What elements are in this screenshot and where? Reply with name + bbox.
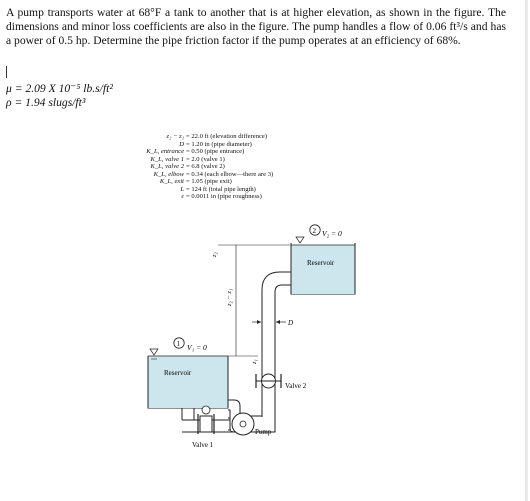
given-value: = 1.05 (pipe exit)	[186, 178, 232, 186]
given-row: K_L, exit= 1.05 (pipe exit)	[140, 178, 273, 186]
given-symbol: ε	[181, 193, 184, 201]
z2-label: z₂	[211, 251, 218, 258]
given-row: K_L, valve 2= 6.8 (valve 2)	[140, 163, 273, 171]
v2-label: V₂ = 0	[322, 229, 342, 238]
reservoir-left-label: Reservoir	[164, 369, 192, 377]
diameter-label: D	[287, 319, 293, 327]
given-symbol: K_L, entrance	[146, 148, 184, 156]
left-surface-marker	[149, 348, 159, 356]
reservoir-right-label: Reservoir	[307, 259, 335, 267]
text-cursor	[6, 66, 7, 78]
given-row: D= 1.20 in (pipe diameter)	[140, 141, 273, 149]
given-value: = 1.20 in (pipe diameter)	[186, 140, 252, 148]
valve-1-wheel	[201, 405, 211, 415]
diameter-arrowhead-right	[276, 320, 280, 324]
given-row: L= 124 ft (total pipe length)	[140, 186, 273, 194]
given-symbol: z₂ − z₁	[166, 133, 184, 140]
given-row: K_L, elbow= 0.34 (each elbow—there are 3…	[140, 170, 274, 179]
point-2-label: 2	[313, 227, 317, 235]
density-value: ρ = 1.94 slugs/ft³	[6, 96, 86, 109]
given-value: = 124 ft (total pipe length)	[186, 185, 256, 193]
valve-2-label: Valve 2	[285, 382, 307, 390]
valve-1-body	[199, 415, 213, 433]
z1-label: z₁	[251, 359, 258, 365]
diameter-arrowhead-left	[257, 320, 261, 324]
right-surface-marker	[295, 236, 305, 244]
point-1-marker	[173, 337, 185, 349]
given-row: ε= 0.0011 in (pipe roughness)	[140, 193, 273, 201]
given-row: z₂ − z₁= 22.0 ft (elevation difference)	[140, 133, 273, 141]
problem-statement: A pump transports water at 68°F a tank t…	[6, 6, 506, 47]
given-row: K_L, entrance= 0.50 (pipe entrance)	[140, 148, 273, 156]
given-value: = 22.0 ft (elevation difference)	[186, 133, 268, 140]
given-symbol: K_L, exit	[159, 178, 184, 186]
v1-label: V₁ = 0	[187, 343, 207, 352]
given-value: = 0.0011 in (pipe roughness)	[186, 193, 262, 201]
pipe-riser-fill	[262, 292, 275, 418]
given-value: = 0.50 (pipe entrance)	[186, 148, 245, 156]
left-reservoir-water	[148, 356, 228, 408]
given-symbol: K_L, valve 1	[150, 155, 184, 163]
given-symbol: L	[180, 185, 184, 193]
right-reservoir-water	[291, 245, 355, 294]
given-symbol: D	[179, 140, 184, 148]
given-row: K_L, valve 1= 2.0 (valve 1)	[140, 156, 273, 164]
pipe-riser	[261, 271, 291, 420]
page-edge-shadow	[525, 0, 528, 501]
valve-1-label: Valve 1	[192, 441, 214, 449]
given-symbol: K_L, elbow	[153, 170, 184, 178]
fluid-properties: μ = 2.09 X 10⁻⁵ lb.s/ft² ρ = 1.94 slugs/…	[6, 82, 113, 110]
pump-label: Pump	[255, 428, 272, 436]
given-value: = 6.8 (valve 2)	[186, 163, 225, 171]
point-1-label: 1	[177, 340, 181, 348]
given-value: = 2.0 (valve 1)	[186, 155, 225, 163]
elevation-diff-label: z₂ − z₁	[226, 289, 233, 307]
given-values-list: z₂ − z₁= 22.0 ft (elevation difference) …	[140, 133, 273, 201]
viscosity-value: μ = 2.09 X 10⁻⁵ lb.s/ft²	[6, 82, 113, 95]
given-symbol: K_L, valve 2	[150, 163, 184, 171]
given-value: = 0.34 (each elbow—there are 3)	[186, 170, 274, 178]
pump-hub	[239, 420, 247, 428]
pipe-left-entrance	[181, 408, 195, 420]
point-2-marker	[309, 224, 321, 236]
